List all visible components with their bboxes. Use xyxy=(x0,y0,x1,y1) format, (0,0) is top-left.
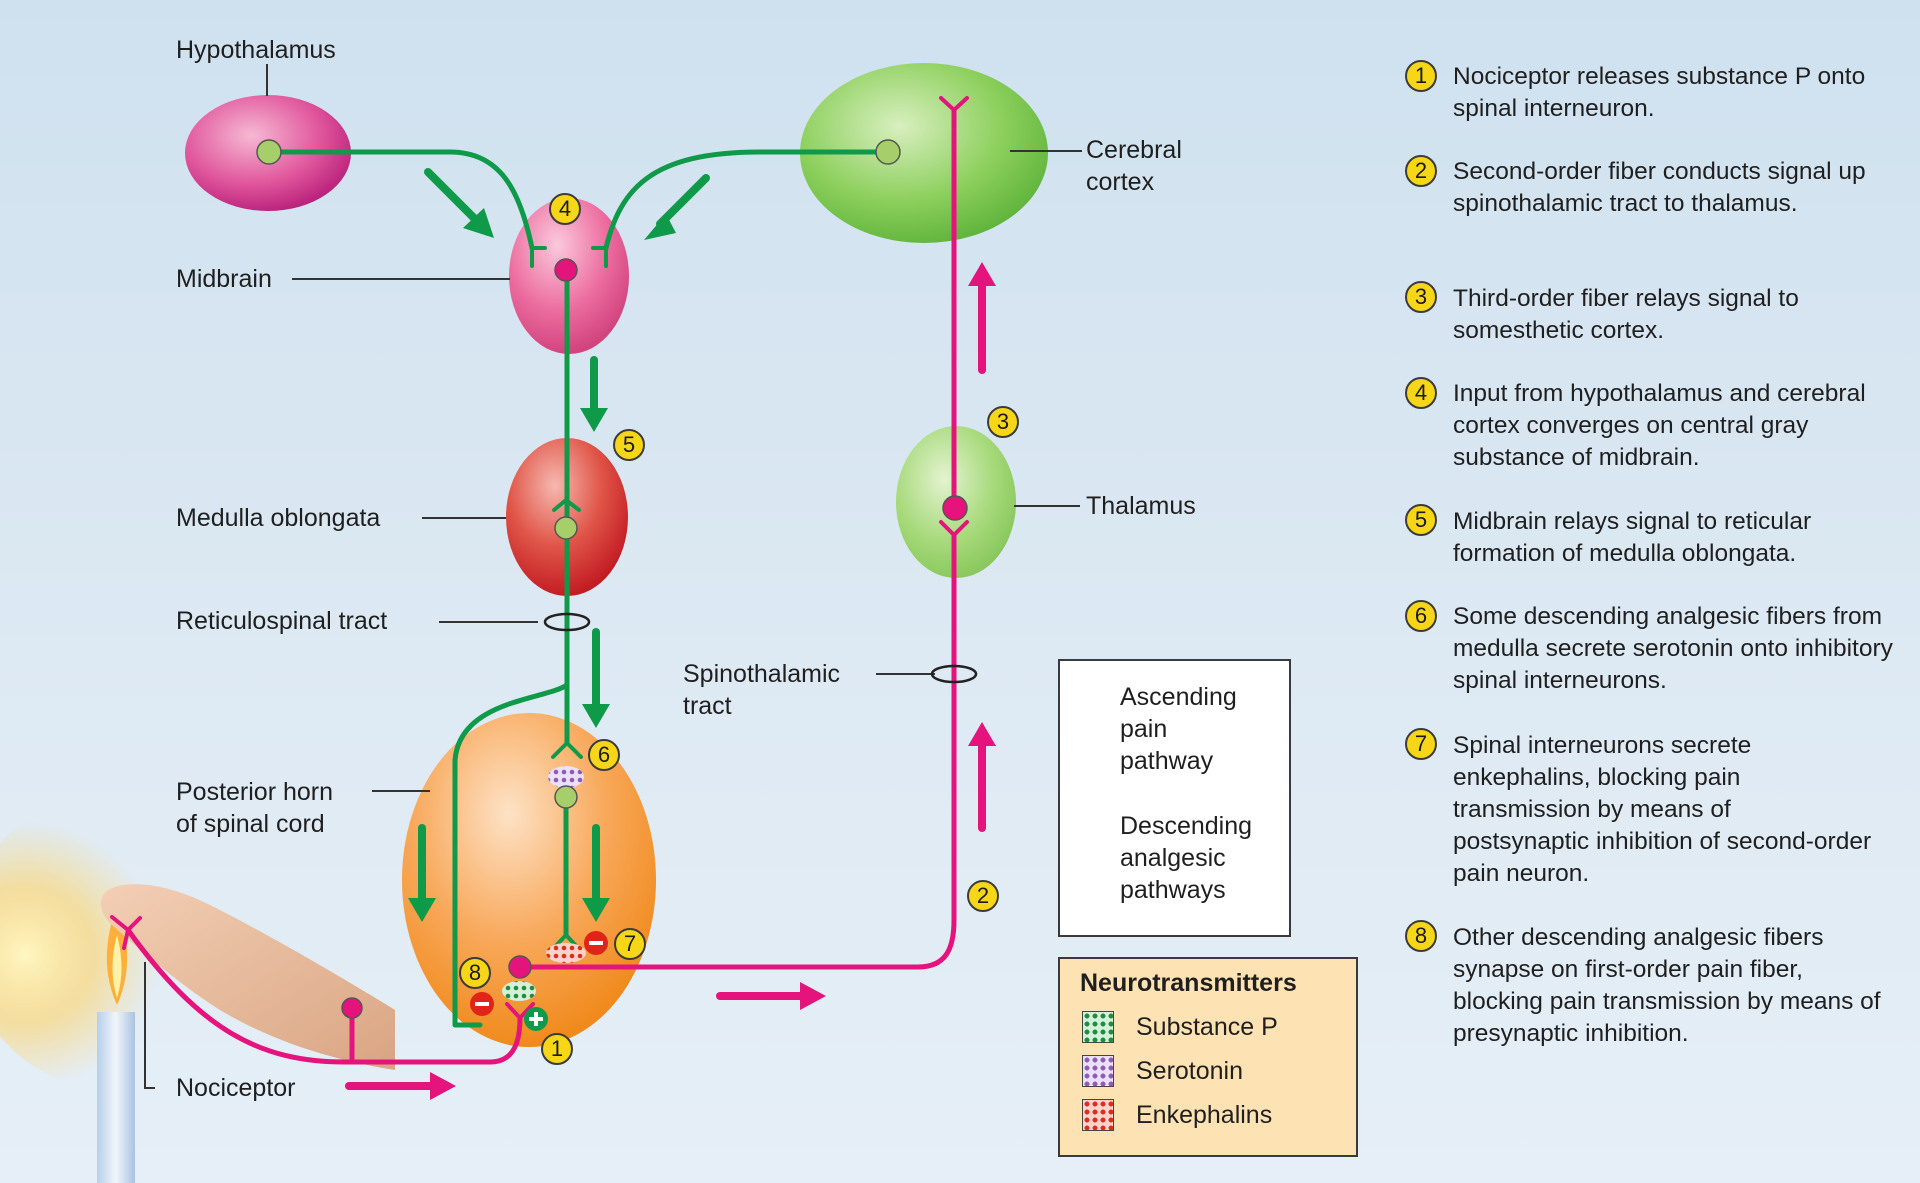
diagram-badge: 4 xyxy=(549,193,581,225)
enkephalin-cluster xyxy=(546,943,586,963)
medulla-label: Medulla oblongata xyxy=(176,504,381,532)
neurotransmitter-key: Neurotransmitters Substance P Serotonin … xyxy=(1058,957,1358,1157)
step-badge: 6 xyxy=(1405,600,1437,632)
nociceptor-label: Nociceptor xyxy=(176,1074,296,1102)
candle xyxy=(97,1012,135,1183)
step-badge: 1 xyxy=(1405,60,1437,92)
thalamus-label: Thalamus xyxy=(1086,492,1196,520)
step-text: Spinal interneurons secrete enkephalins,… xyxy=(1453,732,1872,887)
substance-p-swatch xyxy=(1082,1011,1114,1043)
step-badge: 3 xyxy=(1405,281,1437,313)
posterior-horn-label: Posterior horn of spinal cord xyxy=(176,778,334,838)
diagram-badge: 3 xyxy=(987,406,1019,438)
substance-p-cluster xyxy=(502,981,536,1001)
pathway-legend: Ascending pain pathway Descending analge… xyxy=(1058,659,1291,937)
step-text: Third-order fiber relays signal to somes… xyxy=(1453,285,1799,344)
step-badge: 4 xyxy=(1405,377,1437,409)
neurotransmitter-key-title: Neurotransmitters xyxy=(1080,969,1297,997)
step-badge: 2 xyxy=(1405,155,1437,187)
diagram-badge: 2 xyxy=(967,880,999,912)
legend-descending-label: Descending analgesic pathways xyxy=(1120,812,1253,904)
step-badge: 5 xyxy=(1405,504,1437,536)
step-text: Nociceptor releases substance P onto spi… xyxy=(1453,63,1866,122)
reticulospinal-label: Reticulospinal tract xyxy=(176,607,388,635)
diagram-badge: 5 xyxy=(613,429,645,461)
cerebral-cortex-shape xyxy=(800,63,1048,243)
step-text: Input from hypothalamus and cerebral cor… xyxy=(1453,380,1866,471)
step-badge: 7 xyxy=(1405,728,1437,760)
hand xyxy=(100,884,396,1070)
diagram-badge: 6 xyxy=(588,739,620,771)
serotonin-label: Serotonin xyxy=(1136,1057,1244,1085)
step-text: Other descending analgesic fibers synaps… xyxy=(1453,924,1881,1047)
step-text: Second-order fiber conducts signal up sp… xyxy=(1453,158,1866,217)
step-text: Midbrain relays signal to reticular form… xyxy=(1453,508,1812,567)
legend-ascending-label: Ascending pain pathway xyxy=(1120,683,1237,775)
step-badge: 8 xyxy=(1405,920,1437,952)
substance-p-label: Substance P xyxy=(1136,1013,1278,1041)
midbrain-label: Midbrain xyxy=(176,265,272,293)
diagram-badge: 1 xyxy=(541,1033,573,1065)
spinothalamic-label: Spinothalamic tract xyxy=(683,660,841,720)
serotonin-swatch xyxy=(1082,1055,1114,1087)
cerebral-cortex-label: Cerebral cortex xyxy=(1086,136,1182,196)
serotonin-cluster xyxy=(548,766,584,788)
enkephalins-swatch xyxy=(1082,1099,1114,1131)
enkephalins-label: Enkephalins xyxy=(1136,1101,1273,1129)
step-text: Some descending analgesic fibers from me… xyxy=(1453,603,1893,694)
hypothalamus-label: Hypothalamus xyxy=(176,36,336,64)
diagram-badge: 7 xyxy=(614,928,646,960)
diagram-badge: 8 xyxy=(459,957,491,989)
